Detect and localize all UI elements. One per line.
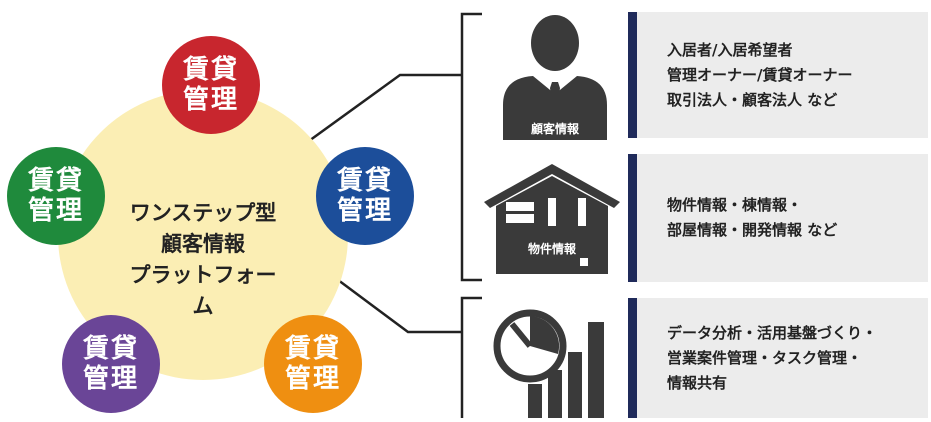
- info-box-analytics: データ分析・活用基盤づくり・ 営業案件管理・タスク管理・ 情報共有: [628, 298, 928, 418]
- node-label-line1: 賃貸: [336, 166, 393, 196]
- info-line: データ分析・活用基盤づくり・: [667, 323, 878, 342]
- rental-management-node-orange: 賃貸 管理: [264, 315, 362, 413]
- info-line: 部屋情報・開発情報 など: [667, 221, 838, 239]
- bracket-bottom: [460, 296, 482, 418]
- analytics-icon: [490, 304, 620, 418]
- rental-management-node-red: 賃貸 管理: [162, 36, 260, 134]
- property-info-badge: 物件情報: [515, 240, 589, 258]
- bracket-top: [460, 12, 482, 282]
- platform-title-line3: プラットフォーム: [129, 263, 277, 318]
- customer-info-badge: 顧客情報: [511, 120, 599, 138]
- connector-bottom: [321, 266, 462, 334]
- property-icon: 物件情報: [482, 162, 622, 274]
- node-label-line2: 管理: [182, 85, 239, 115]
- info-box-customers: 入居者/入居希望者 管理オーナー/賃貸オーナー 取引法人・顧客法人 など: [628, 12, 928, 138]
- info-line: 入居者/入居希望者: [667, 40, 793, 59]
- node-label-line2: 管理: [27, 196, 84, 226]
- info-box-properties: 物件情報・棟情報・ 部屋情報・開発情報 など: [628, 154, 928, 282]
- node-label-line2: 管理: [336, 196, 393, 226]
- rental-management-node-green: 賃貸 管理: [7, 147, 105, 245]
- node-label-line1: 賃貸: [82, 334, 139, 364]
- platform-title-line1: ワンステップ型: [129, 201, 277, 225]
- node-label-line1: 賃貸: [27, 166, 84, 196]
- info-line: 営業案件管理・タスク管理・: [667, 348, 863, 367]
- node-label-line1: 賃貸: [182, 55, 239, 85]
- platform-title-line2: 顧客情報: [161, 232, 245, 256]
- rental-management-node-blue: 賃貸 管理: [316, 147, 414, 245]
- rental-management-node-purple: 賃貸 管理: [62, 315, 160, 413]
- node-label-line2: 管理: [284, 364, 341, 394]
- info-line: 情報共有: [667, 373, 728, 392]
- info-line: 物件情報・棟情報・: [667, 196, 803, 214]
- customer-icon: 顧客情報: [495, 10, 615, 140]
- info-line: 管理オーナー/賃貸オーナー: [667, 65, 853, 84]
- node-label-line2: 管理: [82, 364, 139, 394]
- node-label-line1: 賃貸: [284, 334, 341, 364]
- chart-icon: [493, 309, 604, 418]
- platform-title: ワンステップ型 顧客情報 プラットフォーム: [120, 198, 286, 322]
- info-line: 取引法人・顧客法人 など: [667, 90, 838, 109]
